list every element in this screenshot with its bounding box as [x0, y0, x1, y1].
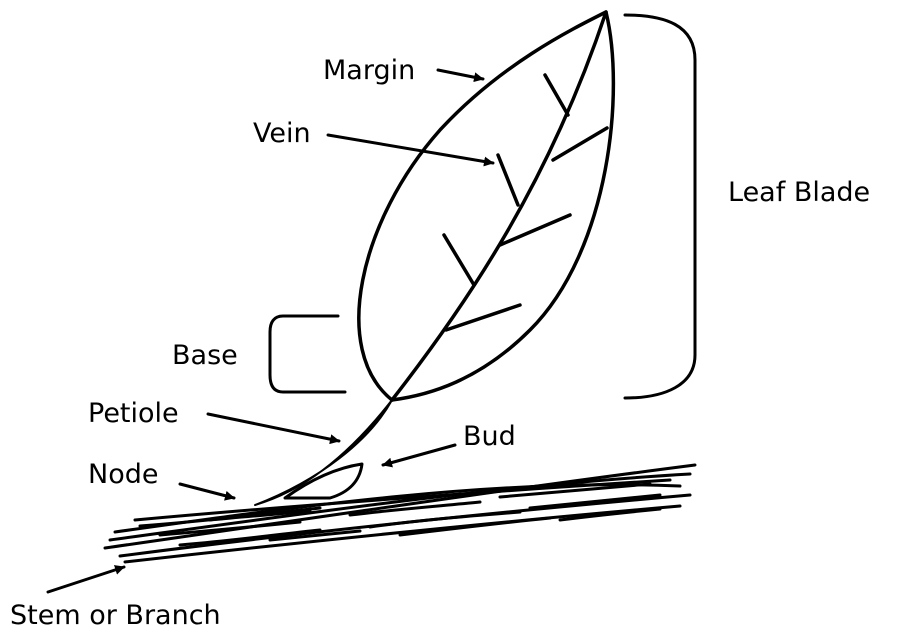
node-arrow	[180, 484, 234, 498]
label-node: Node	[88, 459, 158, 490]
margin-arrow	[438, 70, 483, 79]
petiole-arrow	[208, 414, 339, 441]
stem-arrow	[48, 567, 124, 592]
label-bud: Bud	[463, 421, 516, 452]
label-vein: Vein	[253, 118, 311, 149]
midrib	[392, 12, 606, 400]
stem-branch	[105, 465, 695, 562]
base-bracket	[270, 316, 345, 392]
label-stem: Stem or Branch	[10, 600, 221, 631]
label-base: Base	[172, 340, 238, 371]
petiole	[255, 400, 392, 505]
label-margin: Margin	[323, 55, 415, 86]
bud-arrow	[383, 445, 455, 465]
leaf-blade-bracket	[625, 15, 695, 398]
label-petiole: Petiole	[88, 398, 179, 429]
vein-arrow	[328, 135, 493, 163]
label-leaf-blade: Leaf Blade	[728, 177, 870, 208]
